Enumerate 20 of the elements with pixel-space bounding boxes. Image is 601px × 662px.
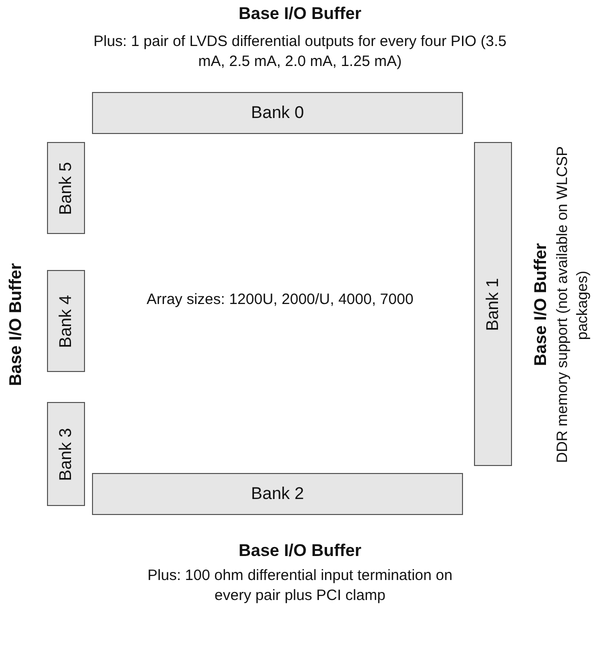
bank-label: Bank 3 bbox=[56, 428, 76, 480]
description-text: DDR memory support (not available on WLCSP packages) bbox=[553, 146, 592, 466]
description-text: Plus: 100 ohm differential input termination on every pair plus PCI clamp bbox=[146, 566, 454, 606]
bank-box bbox=[47, 270, 85, 372]
bank-box bbox=[47, 402, 85, 506]
bank-label: Bank 5 bbox=[56, 162, 76, 214]
bank-box bbox=[92, 92, 463, 134]
heading: Base I/O Buffer bbox=[238, 541, 362, 561]
bank-label: Bank 2 bbox=[251, 484, 304, 504]
heading: Base I/O Buffer bbox=[531, 242, 551, 368]
bank-box bbox=[474, 142, 512, 466]
heading: Base I/O Buffer bbox=[238, 4, 362, 24]
array-sizes-text: Array sizes: 1200U, 2000/U, 4000, 7000 bbox=[146, 290, 414, 310]
bank-box bbox=[92, 473, 463, 515]
bank-label: Bank 0 bbox=[251, 103, 304, 123]
bank-label: Bank 4 bbox=[56, 294, 76, 348]
bank-box bbox=[47, 142, 85, 234]
bank-label: Bank 1 bbox=[483, 278, 503, 330]
heading: Base I/O Buffer bbox=[6, 262, 26, 388]
description-text: Plus: 1 pair of LVDS differential outputs for every four PIO (3.5 mA, 2.5 mA, 2.0 mA, 1.25 mA) bbox=[92, 32, 508, 72]
